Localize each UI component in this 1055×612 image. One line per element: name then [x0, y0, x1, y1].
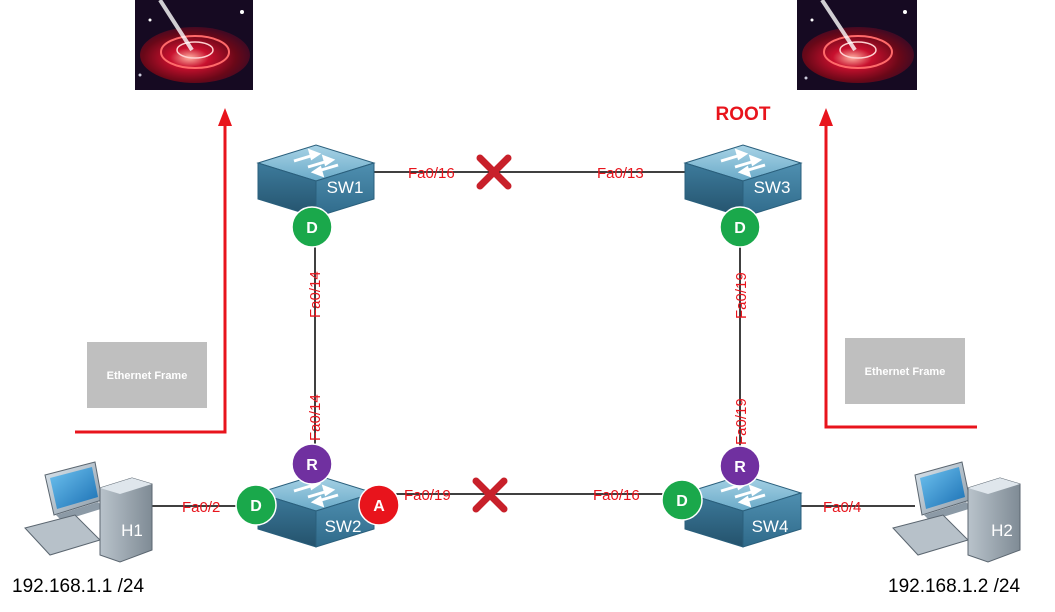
arrow-up-icon-right	[819, 108, 833, 126]
port-label-sw2-h1: Fa0/2	[182, 499, 220, 516]
frame-path-left	[75, 120, 227, 434]
port-role-text-sw1-down: D	[306, 220, 318, 237]
host-h1-icon	[24, 461, 153, 563]
port-label-sw4-h2: Fa0/4	[823, 499, 861, 516]
switch-label-sw2: SW2	[325, 517, 362, 536]
arrow-up-icon-left	[218, 108, 232, 126]
host-ip-h1: 192.168.1.1 /24	[12, 576, 144, 597]
port-role-text-sw4-left: D	[676, 493, 688, 510]
root-bridge-label: ROOT	[716, 104, 771, 125]
port-label-sw4-left: Fa0/16	[593, 487, 640, 504]
blocked-x-icon-bottom	[472, 477, 508, 513]
port-role-text-sw2-right: A	[373, 498, 385, 515]
port-role-text-sw3-down: D	[734, 220, 746, 237]
switch-label-sw3: SW3	[754, 178, 791, 197]
switch-arrows-icon	[720, 148, 766, 178]
switch-sw1	[256, 144, 376, 218]
port-role-badge-sw4-left	[661, 479, 703, 521]
port-label-sw2-right: Fa0/19	[404, 487, 451, 504]
ethernet-frame-box-left	[87, 342, 207, 408]
port-role-text-sw2-h1: D	[250, 498, 262, 515]
host-ip-h2: 192.168.1.2 /24	[888, 576, 1020, 597]
port-label-sw3-top: Fa0/13	[597, 165, 644, 182]
switch-arrows-icon	[293, 478, 339, 508]
port-label-sw2-up: Fa0/14	[307, 394, 324, 441]
switch-label-sw4: SW4	[752, 517, 789, 536]
port-role-text-sw2-up: R	[306, 457, 318, 474]
switch-sw4	[683, 474, 803, 548]
ethernet-frame-label-left: Ethernet Frame	[107, 370, 188, 382]
port-role-badge-sw2-up	[291, 443, 333, 485]
blocked-x-icon-top	[476, 154, 512, 190]
port-role-badge-sw2-h1	[235, 484, 277, 526]
port-label-sw3-down: Fa0/19	[733, 272, 750, 319]
host-h2-icon	[892, 461, 1021, 563]
host-label-h2: H2	[991, 521, 1013, 540]
galaxy-image-right	[797, 0, 917, 90]
switch-sw3	[683, 144, 803, 218]
port-role-text-sw4-up: R	[734, 459, 746, 476]
port-label-sw1-down: Fa0/14	[307, 271, 324, 318]
switch-sw2	[256, 474, 376, 548]
switch-arrows-icon	[293, 148, 339, 178]
links	[150, 171, 915, 507]
port-role-badge-sw4-up	[719, 445, 761, 487]
port-label-sw1-top: Fa0/16	[408, 165, 455, 182]
frame-path-right	[824, 120, 977, 429]
switch-label-sw1: SW1	[327, 178, 364, 197]
ethernet-frame-label-right: Ethernet Frame	[865, 366, 946, 378]
port-role-badge-sw2-right	[358, 484, 400, 526]
port-role-badge-sw1-down	[291, 206, 333, 248]
ethernet-frame-box-right	[845, 338, 965, 404]
host-label-h1: H1	[121, 521, 143, 540]
port-label-sw4-up: Fa0/19	[733, 398, 750, 445]
galaxy-image-left	[135, 0, 253, 90]
port-role-badge-sw3-down	[719, 206, 761, 248]
